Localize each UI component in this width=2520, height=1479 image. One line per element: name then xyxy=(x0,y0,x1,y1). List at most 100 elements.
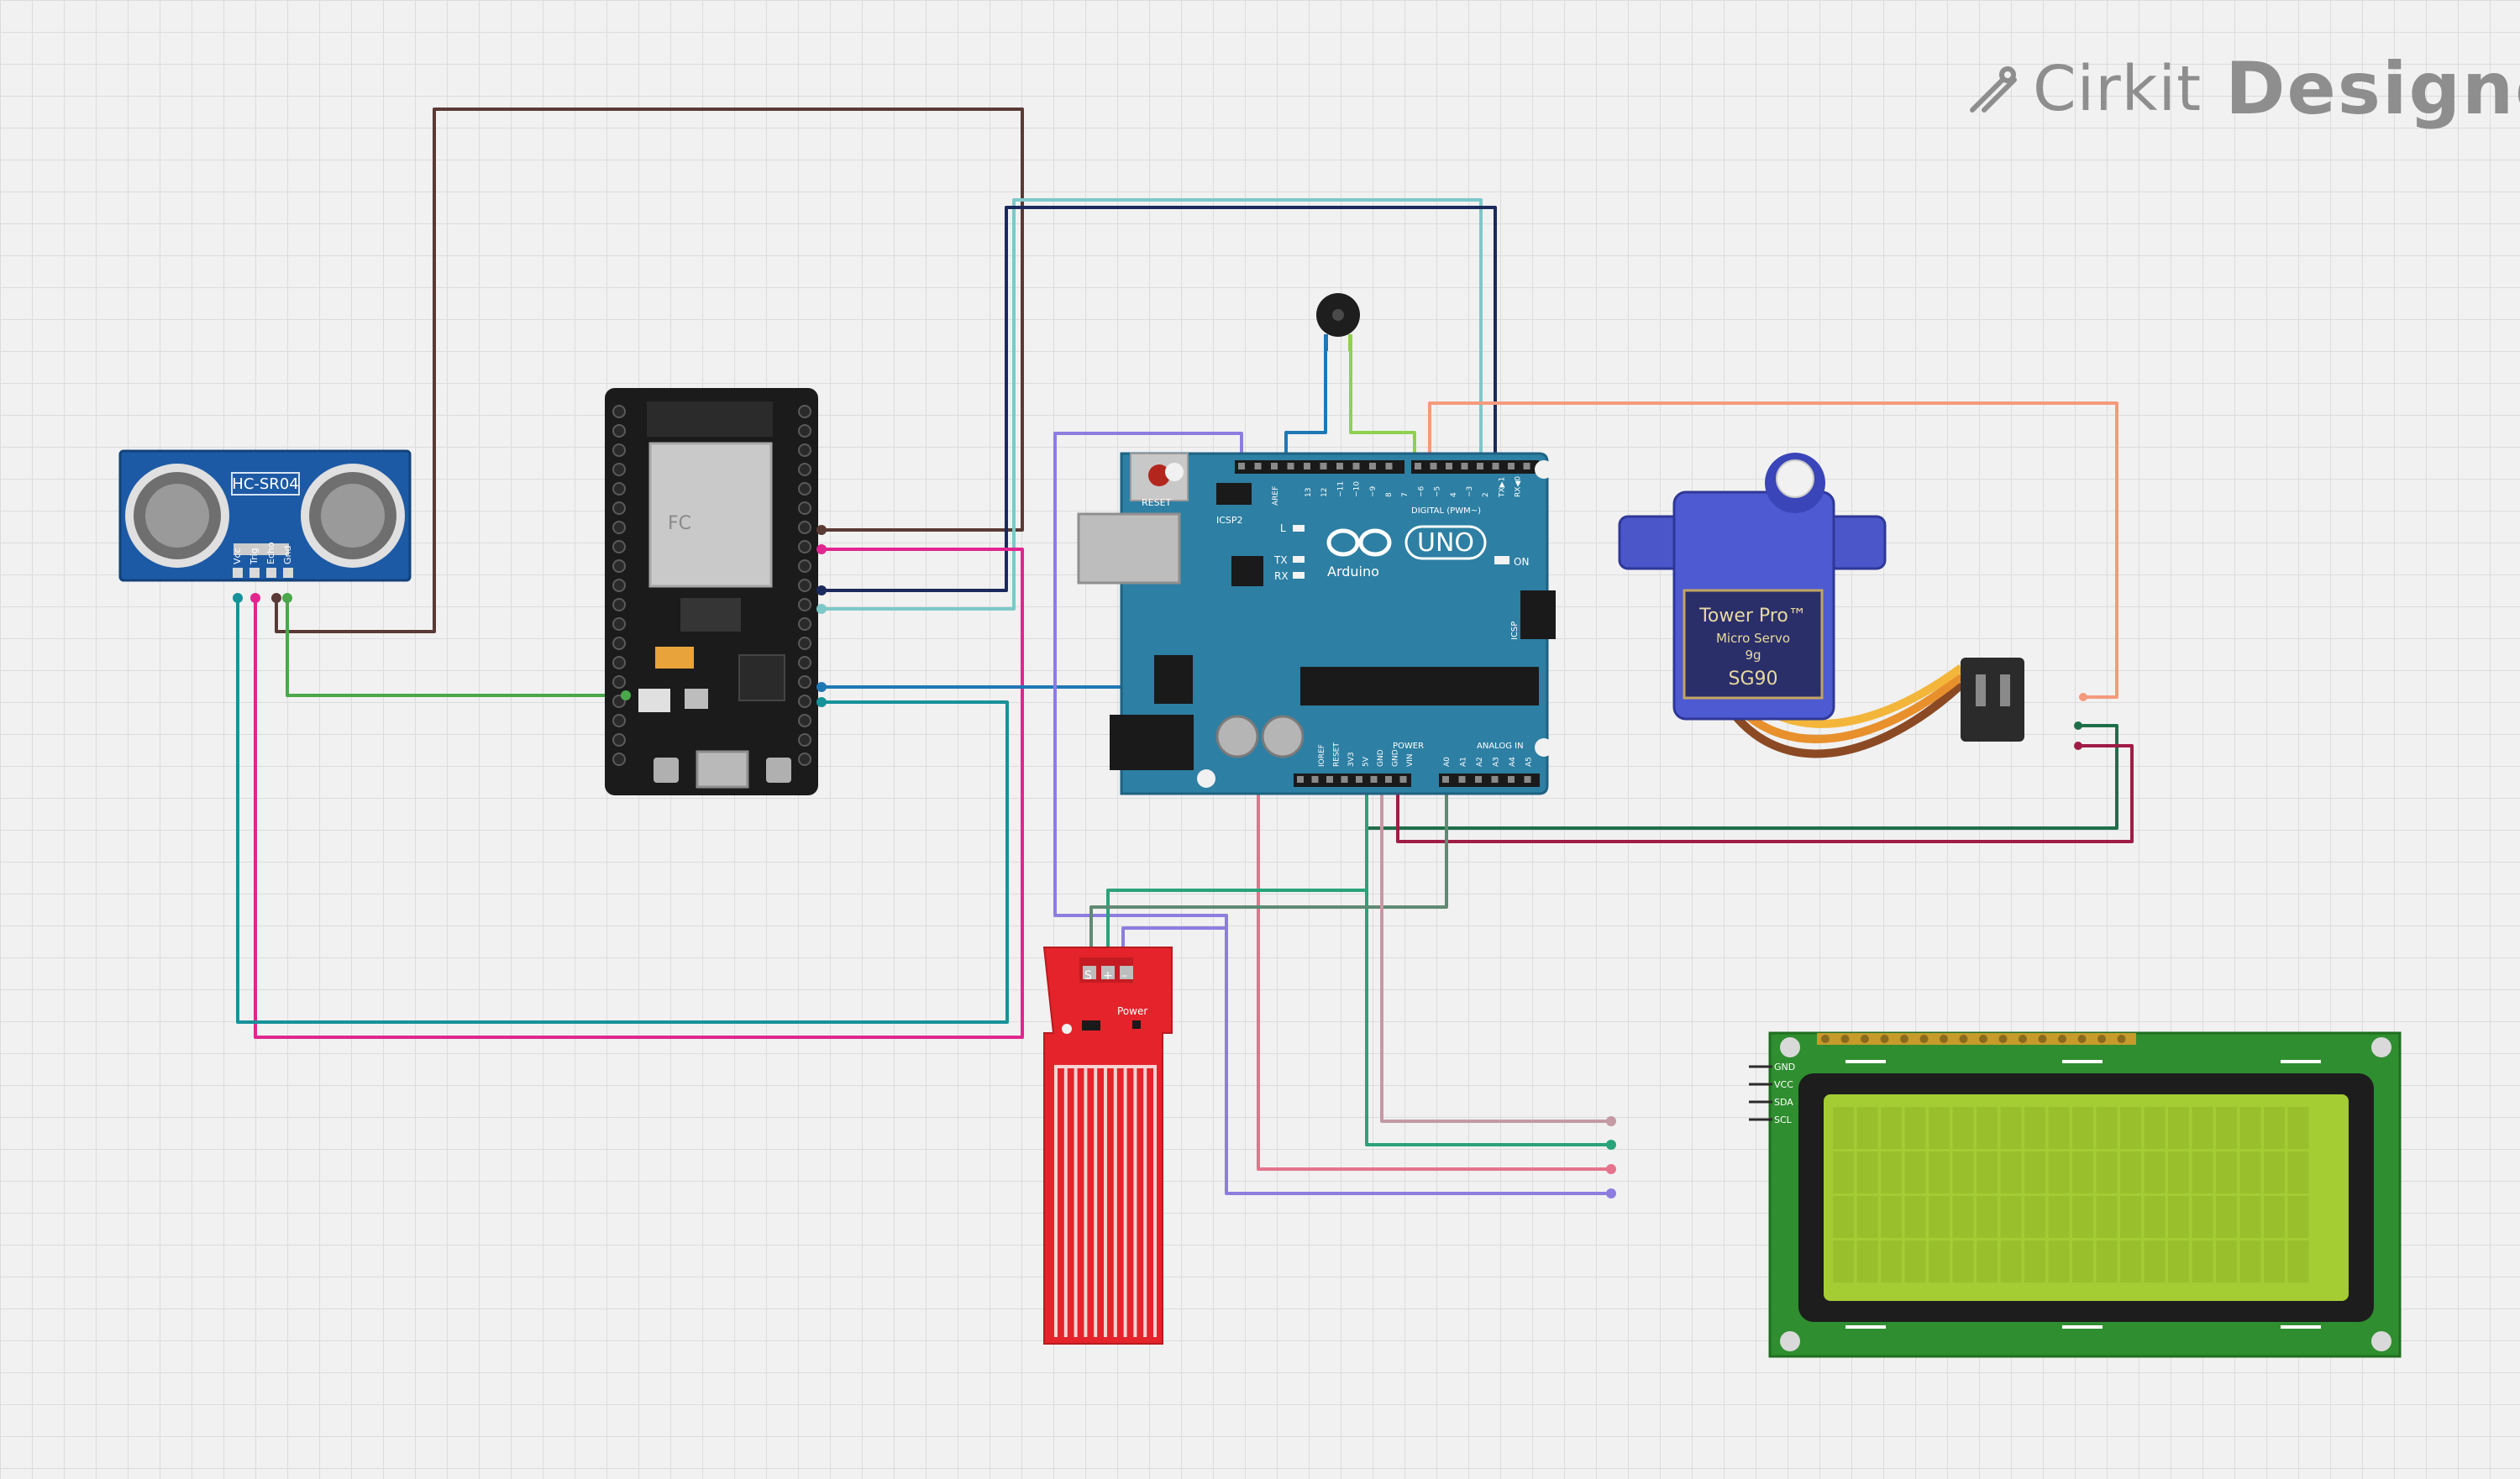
wire-purple-water[interactable] xyxy=(1121,926,1226,953)
digital-pin[interactable] xyxy=(1320,463,1327,469)
power-pin[interactable] xyxy=(1370,776,1378,783)
digital-header[interactable] xyxy=(1235,460,1539,474)
analog-pin[interactable] xyxy=(1442,776,1449,783)
esp32-pin[interactable] xyxy=(798,559,811,573)
esp32-pin[interactable] xyxy=(798,443,811,457)
esp32-pin[interactable] xyxy=(612,540,626,553)
esp32-pin[interactable] xyxy=(612,521,626,534)
lcd-i2c-pins[interactable] xyxy=(1749,1065,1772,1121)
esp32-pin[interactable] xyxy=(612,656,626,669)
digital-pin[interactable] xyxy=(1508,463,1515,469)
lcd-header-pin[interactable] xyxy=(2019,1035,2027,1043)
water-pin-minus[interactable] xyxy=(1120,966,1133,979)
lcd-display[interactable]: GND VCC SDA SCL xyxy=(1749,1031,2402,1358)
esp32-pin[interactable] xyxy=(798,617,811,631)
esp32-pin[interactable] xyxy=(612,617,626,631)
digital-pin[interactable] xyxy=(1415,463,1421,469)
esp32-pin[interactable] xyxy=(612,559,626,573)
power-pin[interactable] xyxy=(1326,776,1333,783)
digital-pin[interactable] xyxy=(1304,463,1310,469)
wire-navy[interactable] xyxy=(822,206,1497,592)
water-pin-plus[interactable] xyxy=(1101,966,1115,979)
wire-light-teal[interactable] xyxy=(822,198,1483,611)
digital-pin[interactable] xyxy=(1287,463,1294,469)
digital-pin[interactable] xyxy=(1336,463,1343,469)
lcd-header-pin[interactable] xyxy=(1840,1035,1850,1043)
analog-pin[interactable] xyxy=(1458,776,1466,783)
icsp2-header[interactable] xyxy=(1216,483,1252,505)
servo-connector[interactable] xyxy=(1961,658,2024,742)
esp32-pin[interactable] xyxy=(612,579,626,592)
digital-pin[interactable] xyxy=(1492,463,1499,469)
lcd-header-pin[interactable] xyxy=(1821,1035,1830,1043)
wire-grey-green[interactable] xyxy=(1089,781,1448,953)
lcd-header-pin[interactable] xyxy=(1998,1035,2008,1043)
analog-header[interactable] xyxy=(1439,774,1540,787)
digital-pin[interactable] xyxy=(1369,463,1376,469)
esp32-pins-left[interactable] xyxy=(612,405,626,766)
esp32-pin[interactable] xyxy=(612,714,626,727)
lcd-header-pin[interactable] xyxy=(1959,1035,1968,1043)
esp32-pin[interactable] xyxy=(798,733,811,747)
wire-magenta-top[interactable] xyxy=(254,548,1024,1039)
reset-button[interactable] xyxy=(1148,464,1170,486)
esp32-pin[interactable] xyxy=(798,753,811,766)
esp32-pin[interactable] xyxy=(798,482,811,496)
buzzer[interactable] xyxy=(1316,293,1360,351)
analog-pin[interactable] xyxy=(1475,776,1482,783)
pin-gnd[interactable] xyxy=(283,568,293,578)
digital-pin[interactable] xyxy=(1254,463,1262,469)
wire-end-points[interactable] xyxy=(233,525,2087,1198)
esp32-pin[interactable] xyxy=(798,714,811,727)
power-header[interactable] xyxy=(1294,774,1411,787)
esp32-pin[interactable] xyxy=(612,501,626,515)
arduino-uno-board[interactable]: RESET ICSP2 L TX RX UNO Arduino ON DIGIT… xyxy=(1077,452,1556,795)
icsp-header[interactable] xyxy=(1520,590,1556,639)
lcd-header-pin[interactable] xyxy=(2058,1035,2066,1043)
lcd-header-pin[interactable] xyxy=(1861,1035,1869,1043)
esp32-pins-right[interactable] xyxy=(798,405,811,766)
pin-trig[interactable] xyxy=(249,568,260,578)
esp32-pin[interactable] xyxy=(612,463,626,476)
wire-salmon[interactable] xyxy=(1428,401,2118,699)
esp32-pin[interactable] xyxy=(798,521,811,534)
wire-mauve[interactable] xyxy=(1380,781,1611,1123)
esp32-pin[interactable] xyxy=(798,695,811,708)
digital-pin[interactable] xyxy=(1352,463,1360,469)
esp32-pin[interactable] xyxy=(798,656,811,669)
dc-jack[interactable] xyxy=(1110,715,1194,770)
sg90-servo[interactable]: Tower Pro™ Micro Servo 9g SG90 xyxy=(1618,453,2024,758)
esp32-pin[interactable] xyxy=(612,733,626,747)
water-level-sensor[interactable]: S + – Power xyxy=(1042,947,1173,1345)
power-pin[interactable] xyxy=(1311,776,1319,783)
analog-pin[interactable] xyxy=(1491,776,1499,783)
lcd-header-pin[interactable] xyxy=(2097,1035,2106,1043)
digital-pin[interactable] xyxy=(1446,463,1452,469)
esp32-pin[interactable] xyxy=(612,598,626,611)
hc-sr04-sensor[interactable]: HC-SR04 Vcc Trig Echo Gnd xyxy=(118,449,412,582)
esp32-pin[interactable] xyxy=(798,424,811,438)
pin-echo[interactable] xyxy=(266,568,276,578)
wire-crimson[interactable] xyxy=(1396,744,2134,843)
wire-purple-top[interactable] xyxy=(1053,432,1611,1195)
wire-sea-green-lcd[interactable] xyxy=(1365,781,1611,1146)
esp32-pin[interactable] xyxy=(798,405,811,418)
pin-vcc[interactable] xyxy=(233,568,243,578)
esp32-pin[interactable] xyxy=(798,540,811,553)
digital-pin[interactable] xyxy=(1238,463,1245,469)
lcd-header-pins[interactable] xyxy=(1817,1033,2136,1045)
analog-pin[interactable] xyxy=(1508,776,1515,783)
esp32-pin[interactable] xyxy=(798,675,811,689)
power-pin[interactable] xyxy=(1297,776,1304,783)
digital-pin[interactable] xyxy=(1430,463,1437,469)
esp32-pin[interactable] xyxy=(798,579,811,592)
digital-pin[interactable] xyxy=(1523,463,1530,469)
wire-brown[interactable] xyxy=(275,108,1024,633)
digital-pin[interactable] xyxy=(1385,463,1393,469)
esp32-pin[interactable] xyxy=(612,443,626,457)
esp32-pin[interactable] xyxy=(612,482,626,496)
lcd-header-pin[interactable] xyxy=(2077,1035,2087,1043)
power-pin[interactable] xyxy=(1385,776,1392,783)
lcd-header-pin[interactable] xyxy=(2038,1035,2047,1043)
esp32-pin[interactable] xyxy=(612,637,626,650)
